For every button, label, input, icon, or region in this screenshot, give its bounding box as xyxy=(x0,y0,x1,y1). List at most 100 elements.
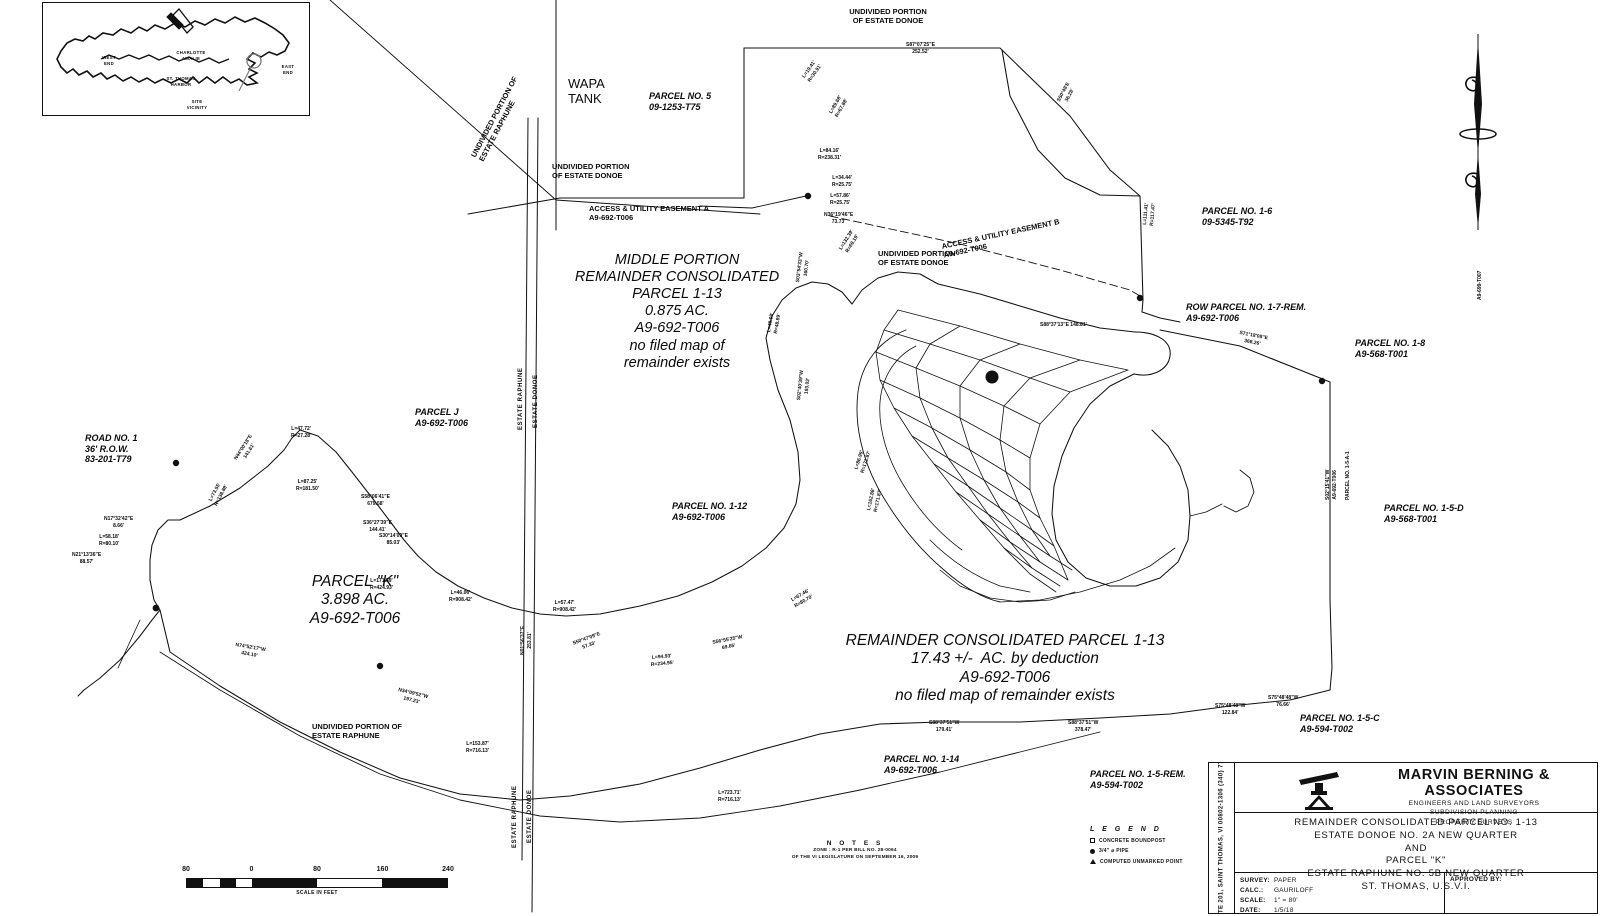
concrete-boundpost-icon xyxy=(1090,838,1095,843)
legend-block: L E G E N D CONCRETE BOUNDPOST 3/4" ⌀ PIP… xyxy=(1090,826,1215,865)
info-row: SCALE:1" = 80' xyxy=(1240,896,1444,906)
parcel-j: PARCEL J A9-692-T006 xyxy=(415,407,469,428)
callout-line: no filed map of remainder exists xyxy=(895,686,1115,704)
legend-item-label: CONCRETE BOUNDPOST xyxy=(1099,837,1166,844)
description-line: AND xyxy=(1404,842,1428,854)
vicinity-label: ST. THOMAS HARBOR xyxy=(166,76,196,87)
description-line: ST. THOMAS, U.S.V.I. xyxy=(1361,880,1471,892)
approved-by-label: APPROVED BY: xyxy=(1449,876,1502,883)
scale-bar-caption: SCALE IN FEET xyxy=(296,890,338,896)
curve-l15387: L=153.87' R=716.13' xyxy=(466,741,490,754)
bearing-s02-15-41w: S02°15'41"W A9-692-T006 xyxy=(1325,469,1338,500)
curve-l4606: L=46.06' R=908.42' xyxy=(449,590,473,603)
notes-line: ZONE : R-1 PER BILL NO. 28-0064 xyxy=(813,848,897,853)
bearing-s75-48-48w-1: S75°48'48"W 122.84' xyxy=(1215,703,1246,716)
scale-bar-tick: 0 xyxy=(249,866,254,873)
vicinity-site-leader xyxy=(238,66,252,92)
firm-service-line: SUBDIVISION PLANNING xyxy=(1429,809,1519,817)
parcel-no-1-5-rem: PARCEL NO. 1-5-REM. A9-594-T002 xyxy=(1090,769,1186,790)
legend-item: CONCRETE BOUNDPOST xyxy=(1090,838,1215,844)
parcel-no-1-5-a-1: PARCEL NO. 1-5-A-1 xyxy=(1345,451,1351,500)
info-value: 1/5/18 xyxy=(1274,906,1294,914)
info-key: SCALE: xyxy=(1240,896,1266,904)
callout-line: 17.43 +/- AC. by deduction xyxy=(911,650,1099,668)
bearing-s36-27-39e: S36°27'39"E 144.41' xyxy=(363,520,392,533)
pipe-marker-icon xyxy=(1090,848,1095,854)
bearing-s97-07-25e: S87°07'25"E 252.52' xyxy=(906,42,935,55)
bearing-n17-32-42e: N17°32'42"E 8.66' xyxy=(104,516,134,529)
scale-bar-tick: 160 xyxy=(376,866,389,873)
curve-l3444: L=34.44' R=25.75' xyxy=(832,175,853,188)
undivided-portion-estate-donoe-mid: UNDIVIDED PORTION OF ESTATE DONOE xyxy=(878,249,956,267)
estate-donoe-upper: ESTATE DONOE xyxy=(533,374,539,428)
undivided-portion-estate-raphune-bottom: UNDIVIDED PORTION OF ESTATE RAPHUNE xyxy=(312,722,403,740)
row-parcel-no-1-7-rem: ROW PARCEL NO. 1-7-REM. A9-692-T006 xyxy=(1186,302,1307,323)
description-line: PARCEL "K" xyxy=(1385,855,1447,867)
callout-line: A9-692-T006 xyxy=(634,320,720,337)
curve-l17159: L=171.59' R=424.93' xyxy=(370,578,394,591)
parcel-no-1-5-c: PARCEL NO. 1-5-C A9-594-T002 xyxy=(1300,713,1380,734)
vicinity-label: EAST END xyxy=(281,64,295,75)
vicinity-site-circle xyxy=(246,53,262,69)
notes-line: OF THE VI LEGISLATURE ON SEPTEMBER 16, 2… xyxy=(791,855,919,861)
title-block-logo-row: MARVIN BERNING & ASSOCIATES ENGINEERS AN… xyxy=(1235,763,1597,826)
legend-items: CONCRETE BOUNDPOST 3/4" ⌀ PIPE COMPUTED UN… xyxy=(1090,838,1215,865)
parcel-no-1-14: PARCEL NO. 1-14 A9-692-T006 xyxy=(884,754,960,775)
scale-bar-graphic xyxy=(186,878,448,888)
curve-l9493: L=94.93' R=234.95' xyxy=(650,653,675,668)
road-no-1: ROAD NO. 1 36' R.O.W. 83-201-T79 xyxy=(85,433,138,465)
legend-title: L E G E N D xyxy=(1090,826,1162,833)
undivided-portion-estate-donoe-top: UNDIVIDED PORTION OF ESTATE DONOE xyxy=(849,7,927,25)
north-arrow xyxy=(1448,34,1508,234)
callout-line: 3.898 AC. xyxy=(320,591,390,609)
firm-service-line: ENGINEERS AND LAND SURVEYORS xyxy=(1408,800,1540,807)
title-block-address-strip: 6501 RED HOOK PLAZA SUITE 201, SAINT THO… xyxy=(1209,763,1235,913)
bearing-n21-13-36e: N21°13'36"E 88.57' xyxy=(72,552,102,565)
scale-bar-tick: 80 xyxy=(313,866,321,873)
curve-l8725: L=87.25' R=181.50' xyxy=(296,479,320,492)
callout-line: PARCEL 1-13 xyxy=(632,286,722,303)
callout-line: PARCEL "K" xyxy=(311,573,399,590)
scale-bar-tick: 240 xyxy=(442,866,454,873)
curve-l72371: L=723.71' R=716.13' xyxy=(718,790,742,803)
parcel-no-1-5-d: PARCEL NO. 1-5-D A9-568-T001 xyxy=(1384,503,1464,524)
bearing-n01-56-37e: N01°56'37"E 253.81' xyxy=(520,625,533,655)
notes-title: N O T E S xyxy=(826,840,884,847)
description-line: ESTATE RAPHUNE NO. 5B NEW QUARTER xyxy=(1307,868,1525,879)
info-row: SURVEY:PAPER xyxy=(1240,876,1444,886)
firm-service-line: PROPERTY SURVEYS xyxy=(1435,818,1513,826)
vicinity-label: WEST END xyxy=(102,55,116,66)
curve-l5818: L=58.18' R=80.10' xyxy=(99,534,120,547)
info-value: PAPER xyxy=(1274,877,1297,884)
vicinity-label: SITE VICINITY xyxy=(186,99,208,110)
info-row: DATE:1/5/18 xyxy=(1240,906,1444,916)
curve-l11141: L=111.41' R=117.47' xyxy=(1142,202,1157,227)
legend-item-label: COMPUTED UNMARKED POINT xyxy=(1100,858,1183,865)
boundary-monument-markers xyxy=(152,294,1326,670)
bearing-s58-06-41e: S58°06'41"E 679.58' xyxy=(361,494,390,507)
bearing-s30-14-09e: S30°14'09"E 85.03' xyxy=(379,533,408,546)
info-row: CALC.:GAURILOFF xyxy=(1240,886,1444,896)
firm-name-group: MARVIN BERNING & ASSOCIATES ENGINEERS AN… xyxy=(1355,767,1593,827)
access-utility-easement-a: ACCESS & UTILITY EASEMENT A A9-692-T006 xyxy=(589,204,710,222)
legend-item: 3/4" ⌀ PIPE xyxy=(1090,848,1215,854)
curve-l5747: L=57.47' R=908.42' xyxy=(553,600,577,613)
vicinity-island-outline xyxy=(56,8,290,92)
parcel-k: PARCEL "K"3.898 AC.A9-692-T006 xyxy=(310,573,400,628)
callout-line: A9-692-T006 xyxy=(309,609,401,627)
bearing-s88-37-51w-1: S88°37'51"W 179.41' xyxy=(929,720,960,733)
callout-line: REMAINDER CONSOLIDATED PARCEL 1-13 xyxy=(845,632,1165,649)
wapa-tank: WAPA TANK xyxy=(568,76,605,107)
callout-line: A9-692-T006 xyxy=(959,668,1051,686)
bearing-s75-48-48w-2: S75°48'48"W 76.66' xyxy=(1268,695,1299,708)
callout-line: MIDDLE PORTION xyxy=(614,252,740,268)
undivided-portion-estate-donoe-left: UNDIVIDED PORTION OF ESTATE DONOE xyxy=(552,162,630,180)
